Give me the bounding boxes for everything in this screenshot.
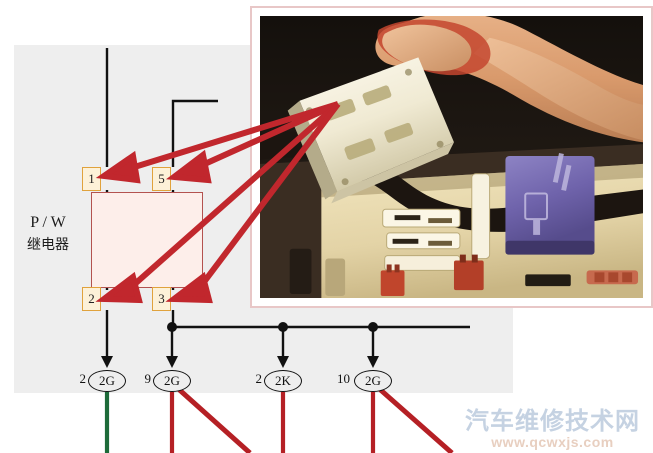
relay-label-line1: P / W <box>30 214 66 231</box>
watermark: 汽车维修技术网 www.qcwxjs.com <box>455 408 650 450</box>
output-wire-diag-2 <box>373 383 454 453</box>
connector-number-4: 10 <box>337 371 350 386</box>
relay-pin-1: 1 <box>82 167 101 191</box>
connector-2-2K: 2K <box>264 370 302 392</box>
connector-2-2G: 2G <box>88 370 126 392</box>
output-wire-diag-1 <box>172 383 252 453</box>
fuse-box-sockets <box>382 173 491 271</box>
output-wires <box>104 383 454 453</box>
connector-number-1: 2 <box>79 371 87 386</box>
photo-image <box>260 16 643 298</box>
relay-pin-2: 2 <box>82 287 101 311</box>
photo-inset <box>250 6 653 308</box>
connector-10-2G: 2G <box>354 370 392 392</box>
purple-relay <box>505 152 595 255</box>
connector-number-2: 9 <box>144 371 152 386</box>
connector-9-2G: 2G <box>153 370 191 392</box>
relay-body <box>91 192 203 288</box>
photo-content <box>260 16 643 298</box>
watermark-url: www.qcwxjs.com <box>491 434 614 450</box>
relay-label: P / W 继电器 <box>14 212 82 256</box>
watermark-site-name: 汽车维修技术网 <box>465 407 640 435</box>
connector-number-3: 2 <box>255 371 263 386</box>
relay-pin-3: 3 <box>152 287 171 311</box>
relay-label-line2: 继电器 <box>27 237 69 253</box>
relay-pin-5: 5 <box>152 167 171 191</box>
hand <box>375 16 643 143</box>
